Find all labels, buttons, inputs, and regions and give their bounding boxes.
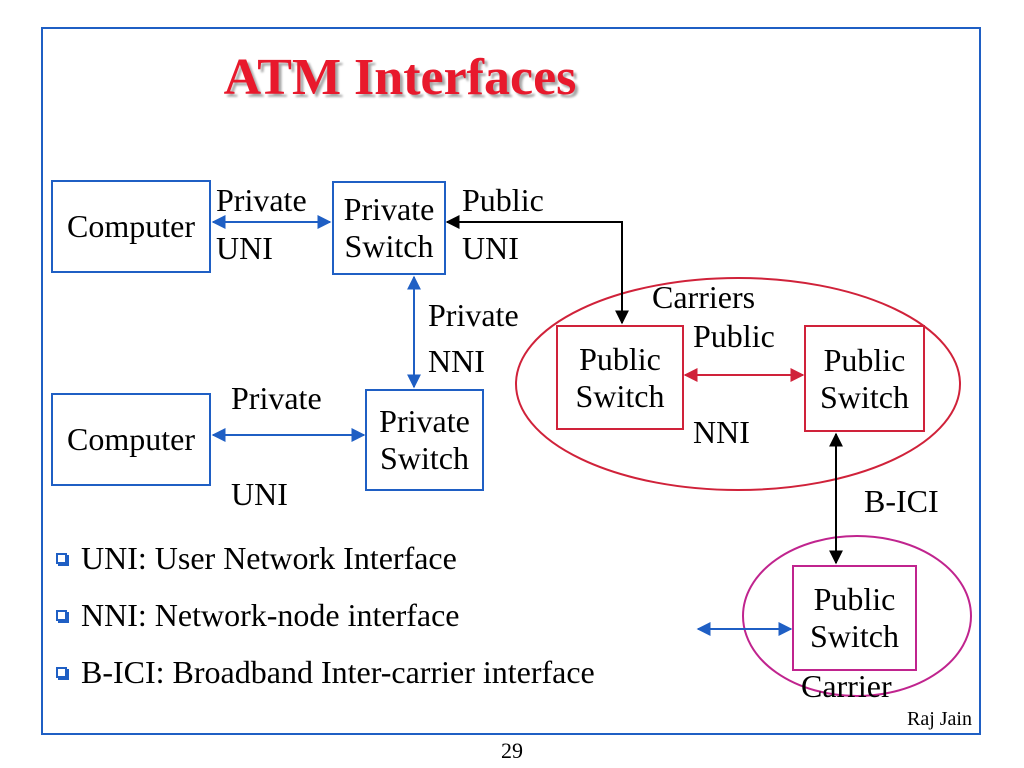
list-item: UNI: User Network Interface xyxy=(52,530,595,587)
public-switch-right-line2: Switch xyxy=(820,378,909,415)
carrier-oval xyxy=(742,535,972,697)
public-uni-label-1: Public xyxy=(462,182,544,218)
private-uni-bottom-label-2: UNI xyxy=(231,476,288,512)
public-switch-right-line1: Public xyxy=(823,341,906,378)
computer-bottom-label: Computer xyxy=(67,421,195,458)
private-switch-bottom-box: Private Switch xyxy=(365,389,484,491)
public-switch-carrier-box: Public Switch xyxy=(792,565,917,671)
public-switch-left-line2: Switch xyxy=(575,377,665,414)
bullet-text: B-ICI: Broadband Inter-carrier interface xyxy=(81,654,595,690)
bullet-square-icon xyxy=(56,667,67,678)
public-uni-link xyxy=(445,215,629,325)
public-switch-right-box: Public Switch xyxy=(804,325,925,432)
computer-top-label: Computer xyxy=(67,208,195,245)
carrier-label: Carrier xyxy=(801,668,892,704)
slide-frame xyxy=(41,27,981,735)
bullet-text: NNI: Network-node interface xyxy=(81,597,460,633)
public-switch-left-line1: Public xyxy=(579,340,661,377)
carriers-oval xyxy=(515,277,961,491)
private-uni-bottom-label-1: Private xyxy=(231,380,322,416)
private-nni-label-2: NNI xyxy=(428,343,485,379)
public-switch-carrier-line1: Public xyxy=(813,581,896,618)
private-uni-top-label-1: Private xyxy=(216,182,307,218)
private-switch-top-line2: Switch xyxy=(344,228,434,264)
private-switch-top-line1: Private xyxy=(343,191,435,228)
public-uni-label-2: UNI xyxy=(462,230,519,266)
carriers-label: Carriers xyxy=(652,279,756,315)
bullet-text: UNI: User Network Interface xyxy=(81,540,457,576)
page-number: 29 xyxy=(501,738,523,763)
bullet-square-icon xyxy=(56,610,67,621)
bullet-square-icon xyxy=(56,553,67,564)
slide-title: ATM Interfaces xyxy=(223,49,577,106)
computer-top-box: Computer xyxy=(51,180,211,273)
public-nni-label-2: NNI xyxy=(693,414,750,450)
b-ici-label: B-ICI xyxy=(864,483,939,519)
definition-list: UNI: User Network Interface NNI: Network… xyxy=(52,530,595,701)
public-nni-label-1: Public xyxy=(693,318,775,354)
private-nni-label-1: Private xyxy=(428,297,519,333)
private-uni-top-label-2: UNI xyxy=(216,230,273,266)
private-switch-bottom-line2: Switch xyxy=(380,440,469,476)
private-switch-bottom-line1: Private xyxy=(379,403,470,440)
computer-bottom-box: Computer xyxy=(51,393,211,486)
author-name: Raj Jain xyxy=(907,708,972,730)
private-switch-top-box: Private Switch xyxy=(332,181,446,275)
public-switch-carrier-line2: Switch xyxy=(810,618,899,654)
list-item: NNI: Network-node interface xyxy=(52,587,595,644)
list-item: B-ICI: Broadband Inter-carrier interface xyxy=(52,644,595,701)
public-switch-left-box: Public Switch xyxy=(556,325,684,430)
